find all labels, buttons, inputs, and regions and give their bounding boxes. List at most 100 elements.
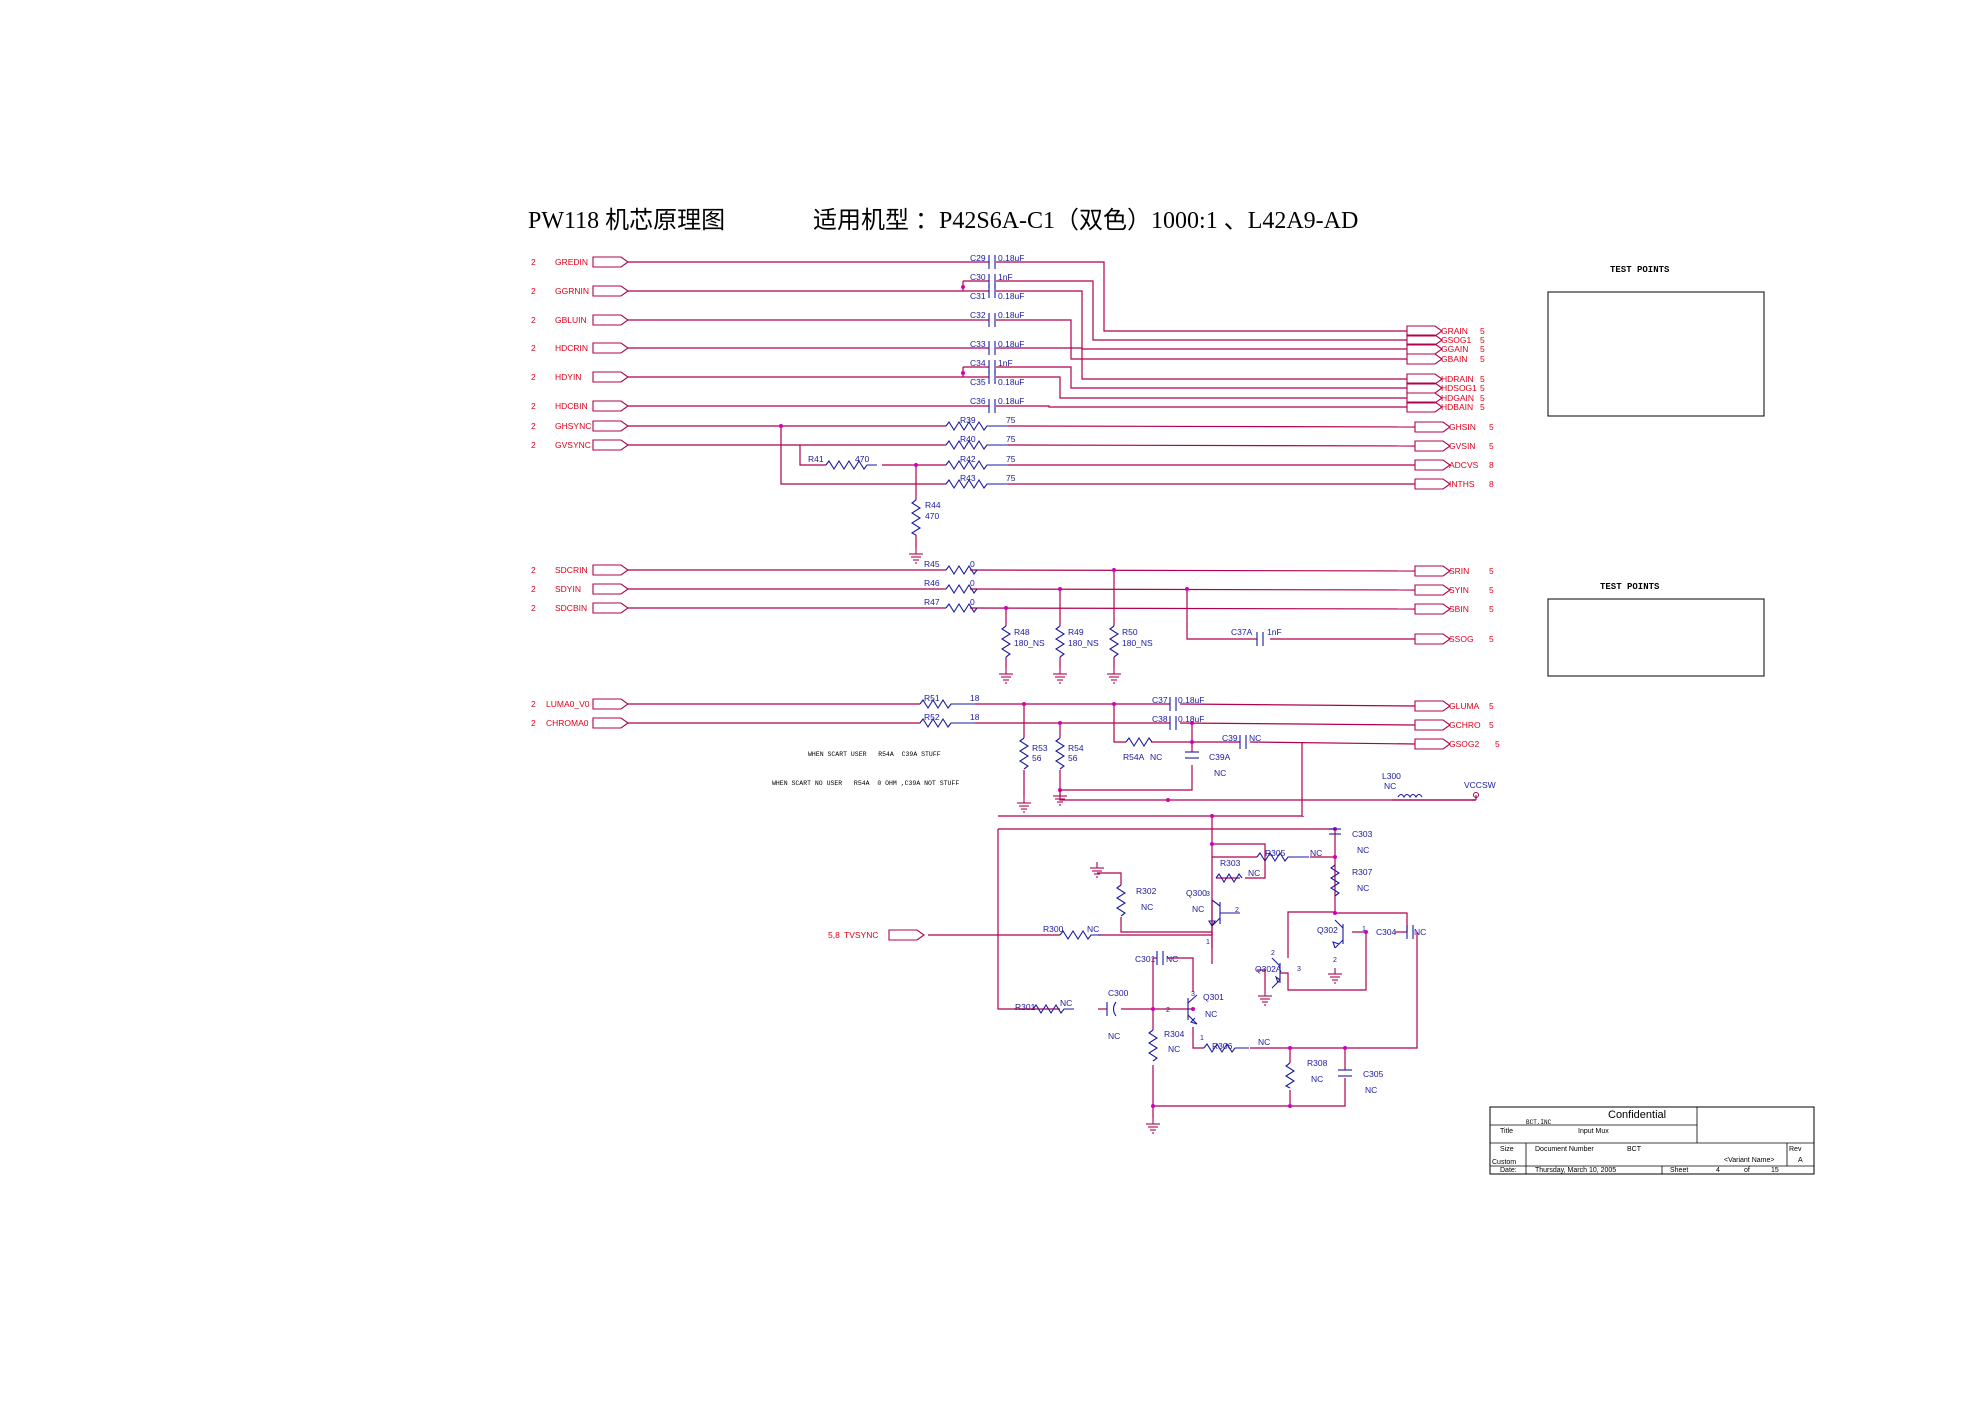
note-scart-no-user: WHEN SCART NO USER R54A 0 OHM ,C39A NOT …	[772, 780, 959, 787]
svg-text:NC: NC	[1310, 848, 1322, 858]
svg-text:2: 2	[531, 699, 536, 709]
resistor-symbols	[825, 420, 1341, 1089]
svg-text:8: 8	[1489, 460, 1494, 470]
input-ports	[592, 256, 925, 941]
svg-text:Document Number: Document Number	[1535, 1146, 1594, 1153]
junction-dots	[779, 285, 1368, 1108]
svg-text:NC: NC	[1357, 883, 1369, 893]
svg-text:5: 5	[1489, 720, 1494, 730]
svg-text:180_NS: 180_NS	[1122, 638, 1153, 648]
svg-text:GHSIN: GHSIN	[1449, 422, 1476, 432]
svg-text:<Variant Name>: <Variant Name>	[1724, 1157, 1774, 1164]
svg-text:C305: C305	[1363, 1069, 1384, 1079]
svg-text:3: 3	[1297, 966, 1301, 973]
svg-text:GGAIN: GGAIN	[1441, 344, 1468, 354]
svg-text:0.18uF: 0.18uF	[998, 291, 1024, 301]
power-label: VCCSW	[1464, 780, 1496, 790]
svg-text:C301: C301	[1135, 954, 1156, 964]
svg-text:SSOG: SSOG	[1449, 634, 1474, 644]
svg-text:NC: NC	[1214, 768, 1226, 778]
svg-text:0: 0	[970, 559, 975, 569]
svg-text:0.18uF: 0.18uF	[1178, 714, 1204, 724]
svg-text:180_NS: 180_NS	[1068, 638, 1099, 648]
svg-text:GREDIN: GREDIN	[555, 257, 588, 267]
svg-text:75: 75	[1006, 434, 1016, 444]
svg-text:1: 1	[1200, 1035, 1204, 1042]
svg-text:NC: NC	[1311, 1074, 1323, 1084]
svg-text:HDCRIN: HDCRIN	[555, 343, 588, 353]
svg-text:R41: R41	[808, 454, 824, 464]
svg-text:5: 5	[1480, 326, 1485, 336]
svg-text:2: 2	[531, 401, 536, 411]
svg-text:R42: R42	[960, 454, 976, 464]
svg-text:0.18uF: 0.18uF	[998, 253, 1024, 263]
svg-text:GGRNIN: GGRNIN	[555, 286, 589, 296]
svg-text:NC: NC	[1060, 998, 1072, 1008]
svg-text:1nF: 1nF	[998, 272, 1013, 282]
test-points-box	[1547, 598, 1765, 677]
svg-text:Q302: Q302	[1317, 925, 1338, 935]
svg-text:R305: R305	[1265, 848, 1286, 858]
svg-text:NC: NC	[1414, 927, 1426, 937]
svg-text:R302: R302	[1136, 886, 1157, 896]
sheet-title: PW118 机芯原理图	[528, 207, 725, 234]
svg-text:R39: R39	[960, 415, 976, 425]
svg-text:C38: C38	[1152, 714, 1168, 724]
svg-text:NC: NC	[1249, 733, 1261, 743]
svg-text:180_NS: 180_NS	[1014, 638, 1045, 648]
capacitor-symbols	[988, 255, 1423, 1077]
svg-text:5: 5	[1489, 422, 1494, 432]
svg-text:2: 2	[531, 372, 536, 382]
svg-text:NC: NC	[1365, 1085, 1377, 1095]
svg-text:Input Mux: Input Mux	[1578, 1128, 1609, 1135]
svg-text:2: 2	[531, 718, 536, 728]
svg-text:R54: R54	[1068, 743, 1084, 753]
svg-text:Thursday, March 10, 2005: Thursday, March 10, 2005	[1535, 1167, 1616, 1174]
svg-text:18: 18	[970, 693, 980, 703]
svg-text:Size: Size	[1500, 1146, 1514, 1153]
svg-text:1nF: 1nF	[1267, 627, 1282, 637]
svg-text:GRAIN: GRAIN	[1441, 326, 1468, 336]
svg-text:2: 2	[531, 257, 536, 267]
svg-text:R47: R47	[924, 597, 940, 607]
note-scart-user: WHEN SCART USER R54A C39A STUFF	[808, 751, 941, 758]
svg-text:R300: R300	[1043, 924, 1064, 934]
svg-text:2: 2	[531, 315, 536, 325]
svg-text:HDYIN: HDYIN	[555, 372, 581, 382]
title-block	[1489, 1106, 1815, 1175]
svg-text:SDYIN: SDYIN	[555, 584, 581, 594]
svg-text:5: 5	[1480, 354, 1485, 364]
svg-text:0.18uF: 0.18uF	[998, 396, 1024, 406]
svg-text:5: 5	[1480, 344, 1485, 354]
svg-text:Rev: Rev	[1789, 1146, 1802, 1153]
svg-text:R303: R303	[1220, 858, 1241, 868]
svg-text:5: 5	[1489, 604, 1494, 614]
svg-text:18: 18	[970, 712, 980, 722]
svg-text:470: 470	[855, 454, 869, 464]
svg-text:C30: C30	[970, 272, 986, 282]
svg-text:R50: R50	[1122, 627, 1138, 637]
svg-text:GBAIN: GBAIN	[1441, 354, 1467, 364]
svg-text:5,8: 5,8	[828, 930, 840, 940]
test-points-box	[1547, 291, 1765, 417]
svg-text:R306: R306	[1212, 1041, 1233, 1051]
svg-text:HDSOG1: HDSOG1	[1441, 383, 1477, 393]
svg-text:NC: NC	[1108, 1031, 1120, 1041]
svg-text:GVSIN: GVSIN	[1449, 441, 1475, 451]
wiring	[628, 261, 1477, 1118]
svg-text:GVSYNC: GVSYNC	[555, 440, 591, 450]
svg-text:2: 2	[531, 565, 536, 575]
svg-text:NC: NC	[1248, 868, 1260, 878]
svg-text:Q301: Q301	[1203, 992, 1224, 1002]
svg-text:3: 3	[1191, 991, 1195, 998]
svg-text:Q300: Q300	[1186, 888, 1207, 898]
svg-text:R48: R48	[1014, 627, 1030, 637]
svg-text:5: 5	[1480, 335, 1485, 345]
svg-text:5: 5	[1489, 701, 1494, 711]
svg-text:R54A: R54A	[1123, 752, 1145, 762]
transistor-symbols	[1187, 899, 1344, 1025]
svg-text:75: 75	[1006, 415, 1016, 425]
